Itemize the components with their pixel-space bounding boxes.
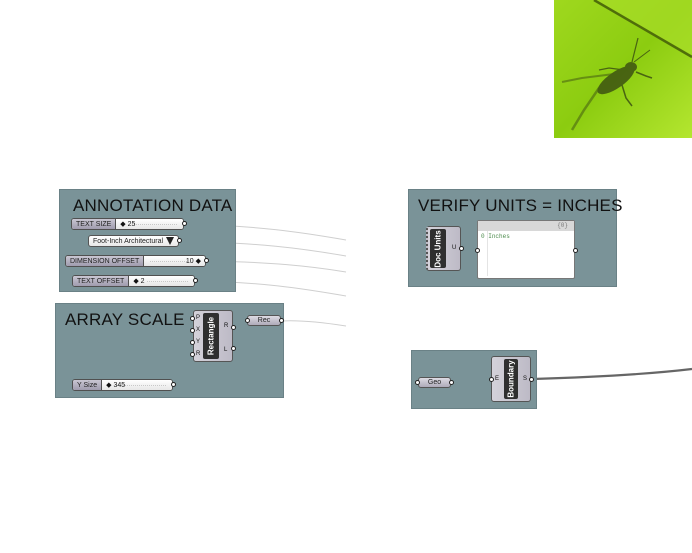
text-offset-slider[interactable]: TEXT OFFSET ◆ 2	[72, 275, 195, 287]
slider-value: 10	[185, 257, 194, 265]
input-grip[interactable]	[190, 340, 195, 345]
y-size-slider[interactable]: Y Size ◆ 345	[72, 379, 173, 391]
doc-units-component[interactable]: Doc Units U	[426, 226, 461, 271]
output-port-l[interactable]: L	[224, 347, 228, 353]
slider-label: TEXT SIZE	[72, 219, 117, 229]
slider-label: Y Size	[73, 380, 103, 390]
input-port-e[interactable]: E	[495, 376, 500, 382]
output-grip[interactable]	[193, 278, 198, 283]
grasshopper-image	[554, 0, 692, 138]
component-name: Doc Units	[430, 229, 446, 268]
input-grip[interactable]	[190, 316, 195, 321]
slider-value-diamond-icon: ◆	[133, 278, 141, 285]
output-port-s[interactable]: S	[523, 376, 528, 382]
panel-row-index: 0	[481, 233, 485, 240]
wire-rec-out	[281, 320, 347, 327]
input-grip[interactable]	[415, 380, 420, 385]
rectangle-component[interactable]: Rectangle P X Y R R L	[193, 310, 233, 362]
slider-value: 25	[127, 220, 136, 228]
dropdown-selected: Foot-Inch Architectural	[93, 237, 164, 245]
output-grip[interactable]	[177, 238, 182, 243]
output-port-u[interactable]: U	[452, 245, 457, 251]
input-grip[interactable]	[475, 248, 480, 253]
slider-value-diamond-icon: ◆	[193, 258, 201, 265]
input-port-p[interactable]: P	[196, 315, 201, 321]
panel-header: {0}	[478, 221, 574, 231]
output-grip[interactable]	[449, 380, 454, 385]
units-dropdown[interactable]: Foot-Inch Architectural	[88, 235, 179, 247]
units-panel[interactable]: {0} 0 Inches	[477, 220, 575, 279]
group-title: ANNOTATION DATA	[73, 196, 233, 215]
group-title: ARRAY SCALE	[65, 310, 185, 329]
slider-track[interactable]: ◆ 345	[102, 380, 172, 390]
output-grip[interactable]	[204, 258, 209, 263]
leaf-icon	[554, 0, 692, 138]
output-port-r[interactable]: R	[224, 323, 229, 329]
input-grip[interactable]	[489, 377, 494, 382]
component-name: Boundary	[504, 359, 518, 399]
slider-value-diamond-icon: ◆	[120, 221, 128, 228]
slider-label: TEXT OFFSET	[73, 276, 130, 286]
slider-value: 2	[140, 277, 145, 285]
output-grip[interactable]	[529, 377, 534, 382]
component-name: Rectangle	[203, 313, 219, 359]
geo-param[interactable]: Geo	[418, 377, 451, 388]
dimension-offset-slider[interactable]: DIMENSION OFFSET 10 ◆	[65, 255, 206, 267]
output-grip[interactable]	[231, 346, 236, 351]
input-port-y[interactable]: Y	[196, 339, 201, 345]
output-grip[interactable]	[171, 382, 176, 387]
text-size-slider[interactable]: TEXT SIZE ◆ 25	[71, 218, 184, 230]
slider-value-diamond-icon: ◆	[106, 382, 114, 389]
slider-track[interactable]: ◆ 25	[116, 219, 183, 229]
output-grip[interactable]	[231, 325, 236, 330]
input-grip[interactable]	[245, 318, 250, 323]
slider-value: 345	[113, 381, 126, 389]
slider-track[interactable]: 10 ◆	[144, 256, 205, 266]
input-grip[interactable]	[190, 328, 195, 333]
group-title: VERIFY UNITS = INCHES	[418, 196, 623, 215]
output-grip[interactable]	[573, 248, 578, 253]
slider-track[interactable]: ◆ 2	[129, 276, 194, 286]
boundary-component[interactable]: Boundary E S	[491, 356, 531, 402]
rec-param[interactable]: Rec	[247, 315, 281, 326]
output-grip[interactable]	[459, 246, 464, 251]
input-port-r[interactable]: R	[196, 351, 201, 357]
output-grip[interactable]	[182, 221, 187, 226]
input-grip[interactable]	[190, 352, 195, 357]
slider-label: DIMENSION OFFSET	[66, 256, 145, 266]
dropdown-arrow-icon[interactable]	[166, 237, 174, 245]
panel-row: 0 Inches	[478, 231, 574, 242]
input-port-x[interactable]: X	[196, 327, 201, 333]
panel-row-text: Inches	[488, 233, 510, 240]
wire-boundary-out	[532, 367, 692, 381]
output-grip[interactable]	[279, 318, 284, 323]
